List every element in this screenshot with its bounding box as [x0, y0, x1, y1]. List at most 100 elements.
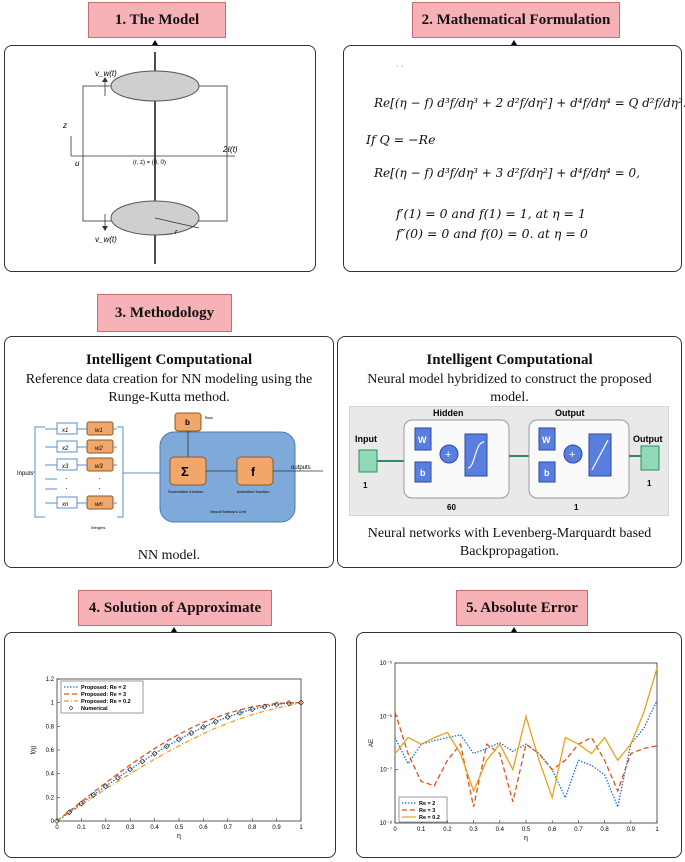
data-point — [78, 800, 85, 807]
legend-marker — [68, 705, 74, 711]
x-tick-label: 0.4 — [150, 825, 159, 831]
input-node — [358, 449, 378, 473]
methodology-right-panel: Intelligent Computational Neural model h… — [337, 336, 682, 568]
data-point — [200, 724, 207, 731]
y-tick-label: 10⁻⁶ — [380, 713, 393, 720]
y-tick-label: 0.4 — [46, 772, 55, 778]
bias-symbol: b — [185, 418, 190, 427]
x-tick-label: 0.4 — [496, 827, 505, 833]
series-line — [56, 702, 302, 822]
summation-label: Summation function — [168, 489, 203, 494]
data-point — [188, 729, 195, 736]
hidden-weight-box — [414, 427, 432, 451]
x-tick-label: 0 — [55, 825, 59, 831]
legend-label: Re = 0.2 — [419, 815, 440, 821]
series-line — [394, 668, 658, 800]
weight-ellipsis: · — [98, 484, 101, 493]
model-panel: v_w(t) v_w(t) z u (r, z) = (0, 0) 2ℓ(t) … — [4, 45, 316, 272]
y-tick-label: 10⁻⁸ — [380, 820, 393, 827]
data-point — [224, 713, 231, 720]
weights-label: Weights — [91, 525, 105, 530]
weight-label: w2 — [95, 446, 103, 452]
input-label: Input — [355, 434, 377, 444]
output-sum-node — [563, 444, 583, 464]
x-tick-label: 1 — [299, 825, 303, 831]
section-title-model: 1. The Model — [88, 2, 226, 38]
bottom-velocity-label: v_w(t) — [95, 235, 117, 244]
input-size: 1 — [363, 481, 368, 490]
data-point — [127, 766, 134, 773]
r-label: r — [175, 229, 178, 236]
chevron-up-icon — [171, 627, 177, 632]
bias-label: Bias — [205, 415, 213, 420]
legend-box — [60, 680, 144, 714]
data-point — [90, 791, 97, 798]
chevron-up-icon — [152, 40, 158, 45]
section-title-solution: 4. Solution of Approximate — [78, 590, 272, 626]
y-tick-label: 1 — [51, 701, 55, 707]
plot-area — [394, 662, 658, 824]
input-label: x2 — [61, 446, 69, 452]
input-label: xn — [61, 502, 69, 508]
x-tick-label: 0.1 — [417, 827, 426, 833]
data-point — [151, 750, 158, 757]
network-unit-label: Neural Network Unit — [210, 509, 247, 514]
equation-1: Re[(η − f) d³f/dη³ + 2 d²f/dη²] + d⁴f/dη… — [374, 96, 685, 110]
final-output-label: Output — [633, 434, 663, 444]
y-tick-label: 1.2 — [46, 677, 55, 683]
x-tick-label: 0.8 — [600, 827, 609, 833]
data-point — [54, 818, 60, 824]
series-line — [56, 702, 302, 822]
data-point — [285, 700, 292, 707]
x-tick-label: 0.7 — [574, 827, 583, 833]
section-title-error: 5. Absolute Error — [456, 590, 588, 626]
hidden-plus-symbol: + — [445, 449, 451, 461]
input-ellipsis: · — [65, 474, 68, 483]
x-tick-label: 0.7 — [224, 825, 233, 831]
input-label: x3 — [61, 464, 69, 470]
x-tick-label: 0.5 — [175, 825, 184, 831]
input-ellipsis: · — [65, 484, 68, 493]
data-point — [66, 809, 73, 816]
hidden-sum-node — [439, 444, 459, 464]
hidden-bias-box — [414, 461, 432, 483]
x-tick-label: 0.9 — [272, 825, 281, 831]
outputs-label: outputs — [291, 465, 311, 471]
x-axis-label: η — [177, 833, 181, 840]
right-description: Neural model hybridized to construct the… — [367, 372, 652, 405]
left-caption: NN model. — [137, 548, 201, 563]
legend-label: Proposed: Re = 2 — [81, 685, 126, 691]
legend-box — [398, 796, 448, 823]
weight-label: wn — [95, 502, 103, 508]
y-tick-label: 0.6 — [46, 748, 55, 754]
x-tick-label: 0.9 — [627, 827, 636, 833]
x-tick-label: 0.3 — [469, 827, 478, 833]
right-caption: Neural networks with Levenberg-Marquardt… — [367, 526, 652, 559]
z-axis-label: z — [62, 121, 67, 130]
right-heading: Intelligent Computational — [426, 352, 593, 368]
legend-label: Numerical — [81, 706, 108, 712]
x-tick-label: 0.2 — [443, 827, 452, 833]
input-label: x1 — [61, 428, 68, 434]
section-title-methodology: 3. Methodology — [97, 294, 232, 332]
neural-network-unit — [159, 431, 296, 523]
x-tick-label: 0.2 — [102, 825, 111, 831]
hidden-activation-box — [464, 433, 488, 477]
summation-symbol: Σ — [181, 464, 189, 479]
hidden-layer-label: Hidden — [433, 408, 464, 418]
u-label: u — [75, 159, 80, 168]
hidden-weight-symbol: W — [418, 435, 427, 445]
legend-label: Proposed: Re = 0.2 — [81, 699, 131, 705]
final-output-node — [640, 445, 660, 471]
output-weight-symbol: W — [542, 435, 551, 445]
activation-symbol: f — [251, 465, 256, 479]
if-q-text: If Q = −Re — [366, 132, 436, 147]
boundary-condition-2: f″(0) = 0 and f(0) = 0. at η = 0 — [396, 226, 588, 241]
x-tick-label: 0.5 — [522, 827, 531, 833]
section-title-formulation: 2. Mathematical Formulation — [412, 2, 620, 38]
x-tick-label: 0.8 — [248, 825, 257, 831]
series-line — [394, 711, 658, 808]
